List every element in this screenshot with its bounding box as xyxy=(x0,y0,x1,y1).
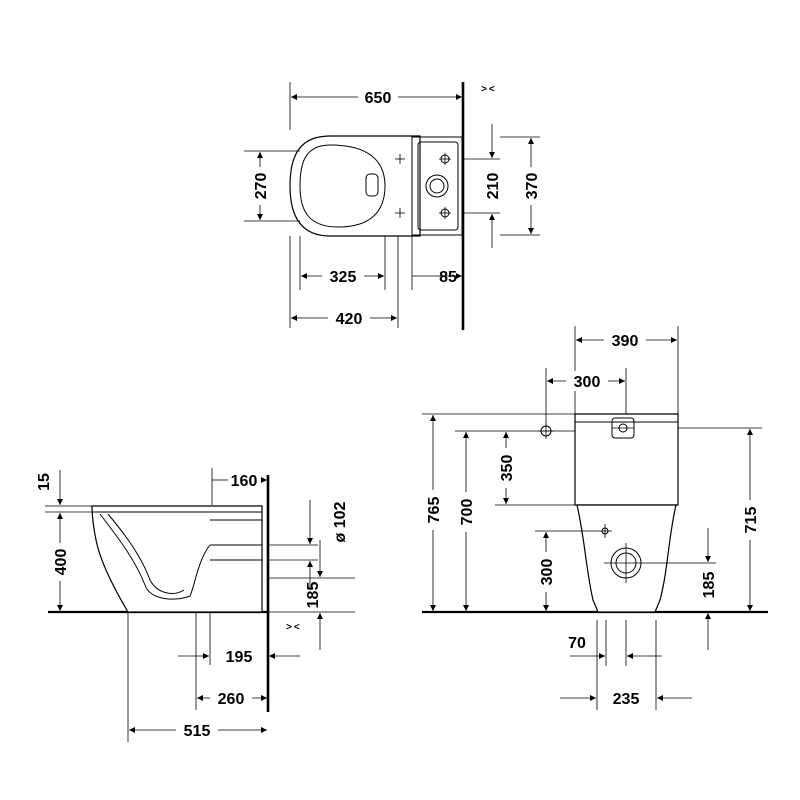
dim-rim-height: 400 xyxy=(53,549,70,576)
dim-front-outlet-height: 185 xyxy=(701,572,718,599)
dim-bowl-to-axis: 325 xyxy=(330,269,357,286)
dim-total-height: 765 xyxy=(426,497,443,524)
dim-tank-setback: 160 xyxy=(231,473,258,490)
dim-front-fixing-spacing: 235 xyxy=(613,691,640,708)
dim-button-drop: 350 xyxy=(499,455,516,482)
dim-front-tank-width: 390 xyxy=(612,333,639,350)
tank-inner xyxy=(417,141,459,231)
tank-outline xyxy=(411,136,463,236)
side-view-profile xyxy=(91,505,263,613)
dim-water-inlet-height: 300 xyxy=(539,559,556,586)
dim-button-offset: 300 xyxy=(574,374,601,391)
flush-button-top-inner xyxy=(429,178,445,194)
dim-tank-lid-height: 700 xyxy=(459,499,476,526)
dim-total-depth: 515 xyxy=(184,723,211,740)
dim-overall-length: 650 xyxy=(365,90,392,107)
dim-fixing-spacing: 210 xyxy=(485,173,502,200)
dim-outlet-to-wall: 195 xyxy=(226,649,253,666)
flush-button-top xyxy=(425,174,449,198)
seat-outline xyxy=(299,144,386,228)
dim-tank-width: 370 xyxy=(524,173,541,200)
dim-outlet-diameter: ø 102 xyxy=(332,501,349,542)
front-view-tank xyxy=(574,413,679,506)
dim-outlet-height: 185 xyxy=(305,582,322,609)
top-view: > < 650 270 210 xyxy=(244,82,541,330)
wall-symbol: > < xyxy=(481,84,495,95)
wall-symbol-side: > < xyxy=(286,622,300,633)
dim-total-depth-axis: 420 xyxy=(336,311,363,328)
dim-fixing-half: 70 xyxy=(568,635,586,652)
dim-right-height: 715 xyxy=(743,507,760,534)
dim-seat-width: 270 xyxy=(253,173,270,200)
dim-axis-to-wall: 85 xyxy=(439,269,457,286)
dim-outlet-axis-to-wall: 260 xyxy=(218,691,245,708)
dim-rim-offset: 15 xyxy=(36,473,53,491)
top-view-outline xyxy=(289,135,421,237)
front-view: 390 300 765 700 350 300 715 xyxy=(422,326,768,710)
side-view: > < 15 400 160 ø 102 185 xyxy=(36,468,355,742)
seat-hinge xyxy=(365,173,379,197)
side-view-trap xyxy=(99,513,262,600)
front-view-pedestal xyxy=(576,504,677,613)
